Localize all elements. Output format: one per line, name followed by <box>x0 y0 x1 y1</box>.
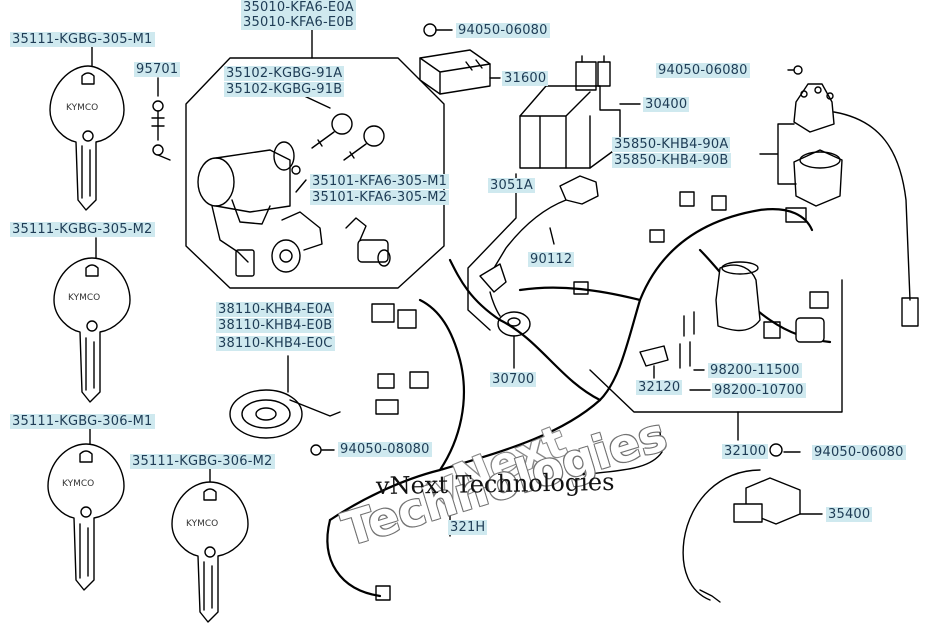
label-nut-08080[interactable]: 94050-08080 <box>338 442 432 457</box>
relay-35400-drawing <box>682 469 801 603</box>
label-key-306-m1[interactable]: 35111-KGBG-306-M1 <box>10 414 155 429</box>
ignition-keys-small-drawing <box>311 113 385 161</box>
label-cap-30700[interactable]: 30700 <box>490 372 537 387</box>
harness-connectors-drawing <box>371 191 829 601</box>
label-key-305-m2[interactable]: 35111-KGBG-305-M2 <box>10 222 155 237</box>
label-bolt-95701[interactable]: 95701 <box>134 62 181 77</box>
label-starter-a[interactable]: 35850-KHB4-90A <box>612 137 731 152</box>
ground-lead-drawing <box>589 431 663 475</box>
label-switch-m1[interactable]: 35101-KFA6-305-M1 <box>310 174 450 189</box>
bolts-95701-drawing <box>151 77 171 161</box>
label-relay-35400[interactable]: 35400 <box>826 507 873 522</box>
label-harness-32100[interactable]: 32100 <box>722 444 769 459</box>
watermark-text: vNext Technologies <box>375 467 615 501</box>
screw-90112-drawing <box>549 227 555 245</box>
label-bolt-11500[interactable]: 98200-11500 <box>708 363 802 378</box>
nut-top-drawing <box>423 23 437 37</box>
starter-relay-drawing <box>793 83 919 327</box>
label-cap-3051a[interactable]: 3051A <box>488 178 535 193</box>
label-lock-kit-b[interactable]: 35010-KFA6-E0B <box>241 15 356 30</box>
label-horn-c[interactable]: 38110-KHB4-E0C <box>216 336 335 351</box>
label-clamp-32120[interactable]: 32120 <box>636 380 683 395</box>
svg-text:KYMCO: KYMCO <box>62 479 94 489</box>
label-nut-right[interactable]: 94050-06080 <box>656 63 750 78</box>
ignition-coil-drawing <box>679 261 825 369</box>
svg-text:KYMCO: KYMCO <box>66 103 98 113</box>
label-lock-kit-a[interactable]: 35010-KFA6-E0A <box>241 0 356 15</box>
label-key-306-m2[interactable]: 35111-KGBG-306-M2 <box>130 454 275 469</box>
leader-switch <box>295 179 307 193</box>
ignition-switch-drawing <box>197 141 301 277</box>
label-nut-top[interactable]: 94050-06080 <box>456 23 550 38</box>
label-fuse-30400[interactable]: 30400 <box>643 97 690 112</box>
label-starter-b[interactable]: 35850-KHB4-90B <box>612 153 731 168</box>
label-bolt-10700[interactable]: 98200-10700 <box>712 383 806 398</box>
label-cylinder-91a[interactable]: 35102-KGBG-91A <box>224 66 345 81</box>
label-nut-low[interactable]: 94050-06080 <box>812 445 906 460</box>
label-horn-a[interactable]: 38110-KHB4-E0A <box>216 302 335 317</box>
label-key-305-m1[interactable]: 35111-KGBG-305-M1 <box>10 32 155 47</box>
fuse-box-30400-drawing <box>519 55 621 169</box>
label-switch-m2[interactable]: 35101-KFA6-305-M2 <box>310 190 450 205</box>
svg-text:KYMCO: KYMCO <box>68 293 100 303</box>
label-sub-321h[interactable]: 321H <box>448 520 488 535</box>
lock-cylinders-drawing <box>271 211 391 273</box>
label-regulator-31600[interactable]: 31600 <box>502 71 549 86</box>
key-305-m2-drawing: KYMCO <box>53 257 131 403</box>
label-cylinder-91b[interactable]: 35102-KGBG-91B <box>224 82 345 97</box>
key-305-m1-drawing: KYMCO <box>49 65 125 211</box>
svg-text:KYMCO: KYMCO <box>186 519 218 529</box>
nut-right-drawing <box>793 65 803 75</box>
key-306-m2-drawing: KYMCO <box>171 481 249 623</box>
bracket-35850 <box>759 123 797 185</box>
horn-drawing <box>229 389 341 439</box>
bracket-32100 <box>589 279 843 413</box>
nut-horn-drawing <box>310 444 322 456</box>
spark-plug-cap-drawing <box>479 175 599 337</box>
label-screw-90112[interactable]: 90112 <box>528 252 575 267</box>
label-horn-b[interactable]: 38110-KHB4-E0B <box>216 318 335 333</box>
clamp-32120-drawing <box>639 345 669 367</box>
nut-low-drawing <box>769 443 783 457</box>
key-306-m1-drawing: KYMCO <box>47 443 125 591</box>
leader-3051a <box>467 173 517 331</box>
regulator-31600-drawing <box>419 49 491 95</box>
lock-set-outline <box>185 57 445 289</box>
